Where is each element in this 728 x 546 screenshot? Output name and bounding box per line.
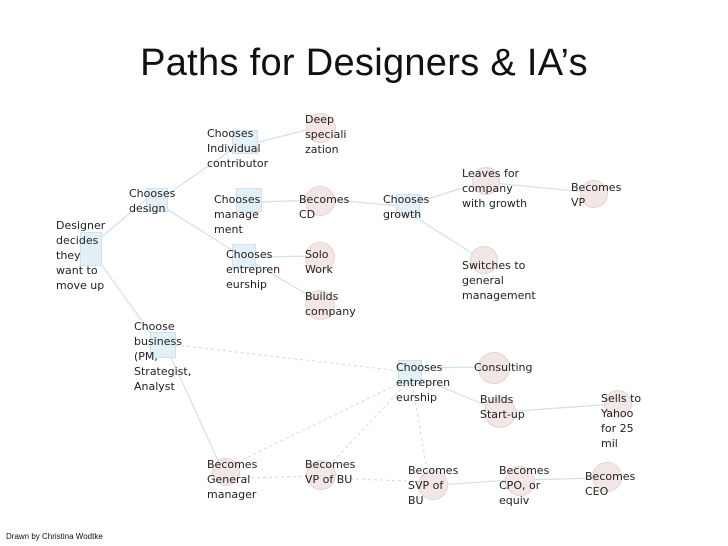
edge-gm-vpbu-dashed [244,475,319,479]
node-shape-chooses-entre2 [398,360,422,384]
label-solo: Solo Work [305,248,333,276]
edge-designer-design [97,197,149,241]
edge-gm-entre2-dashed [231,377,411,466]
credit-text: Drawn by Christina Wodtke [6,532,103,541]
node-shape-chooses-growth [396,194,420,216]
node-shape-chooses-entre1 [232,244,256,268]
label-becomes-ceo: Becomes CEO [585,470,636,498]
label-builds-startup: Builds Start-up [480,393,525,421]
edge-leaves-vp [491,182,587,193]
node-shape-switches [470,246,498,274]
edge-design-entre1 [164,207,241,256]
node-shape-becomes-vp [580,180,608,208]
label-chooses-ic: Chooses Individual contributor [207,127,269,170]
label-chooses-design: Chooses design [129,187,176,215]
node-shape-leaves [472,167,500,195]
label-sells: Sells to Yahoo for 25 mil [601,392,642,450]
edge-business-entre2-dashed [174,344,411,373]
label-becomes-gm: Becomes General manager [207,458,258,501]
node-shape-chooses-ic [232,130,258,154]
label-becomes-svp: Becomes SVP of BU [408,464,459,507]
edge-cpo-ceo [523,477,597,481]
edge-business-gm [169,354,221,466]
page-title: Paths for Designers & IA’s [140,42,588,84]
node-shape-deep-spec [306,113,336,143]
edge-entre2-consult [419,366,486,369]
node-shape-becomes-cd [305,186,335,216]
node-shape-builds-company [305,290,335,320]
node-shape-becomes-ceo [592,462,622,492]
label-chooses-entre2: Chooses entrepren eurship [396,361,451,404]
label-leaves: Leaves for company with growth [462,167,528,210]
edge-entre2-startup [419,377,491,408]
node-shape-designer [80,232,102,266]
edge-svp-entre2-dashed [411,381,429,477]
edge-design-ic [164,141,244,197]
edge-vpbu-svp-dashed [331,477,429,483]
edge-growth-switches [411,214,479,258]
edge-vpbu-entre2-dashed [324,379,411,471]
node-shape-sells [604,390,632,418]
label-builds-company: Builds company [305,290,356,318]
label-designer: Designer decides they want to move up [56,219,106,292]
label-deep-spec: Deep speciali zation [305,113,347,156]
node-shape-choose-business [150,332,176,358]
label-becomes-cd: Becomes CD [299,193,350,221]
label-becomes-cpo: Becomes CPO, or equiv [499,464,550,507]
node-shape-builds-startup [484,396,516,428]
label-becomes-vp: Becomes VP [571,181,622,209]
node-shape-becomes-gm [212,458,240,486]
node-shape-becomes-vpbu [306,460,336,490]
label-chooses-growth: Chooses growth [383,193,430,221]
node-shape-chooses-mgmt [236,188,262,212]
edge-startup-sells [504,403,615,413]
node-shape-solo [305,242,335,272]
edge-cd-growth [333,199,401,207]
edge-designer-business [97,259,161,347]
node-shape-chooses-design [146,188,168,212]
node-shape-becomes-cpo [505,466,535,496]
label-consulting: Consulting [474,361,533,374]
node-shape-consulting [478,352,510,384]
edge-svp-cpo [439,479,511,486]
label-choose-business: Choose business (PM, Strategist, Analyst [134,320,192,393]
edge-growth-leaves [411,182,479,205]
label-becomes-vpbu: Becomes VP of BU [305,458,356,486]
label-chooses-mgmt: Chooses manage ment [214,193,261,236]
label-chooses-entre1: Chooses entrepren eurship [226,248,281,291]
label-switches: Switches to general management [462,259,536,302]
node-shape-becomes-svp [418,470,448,500]
